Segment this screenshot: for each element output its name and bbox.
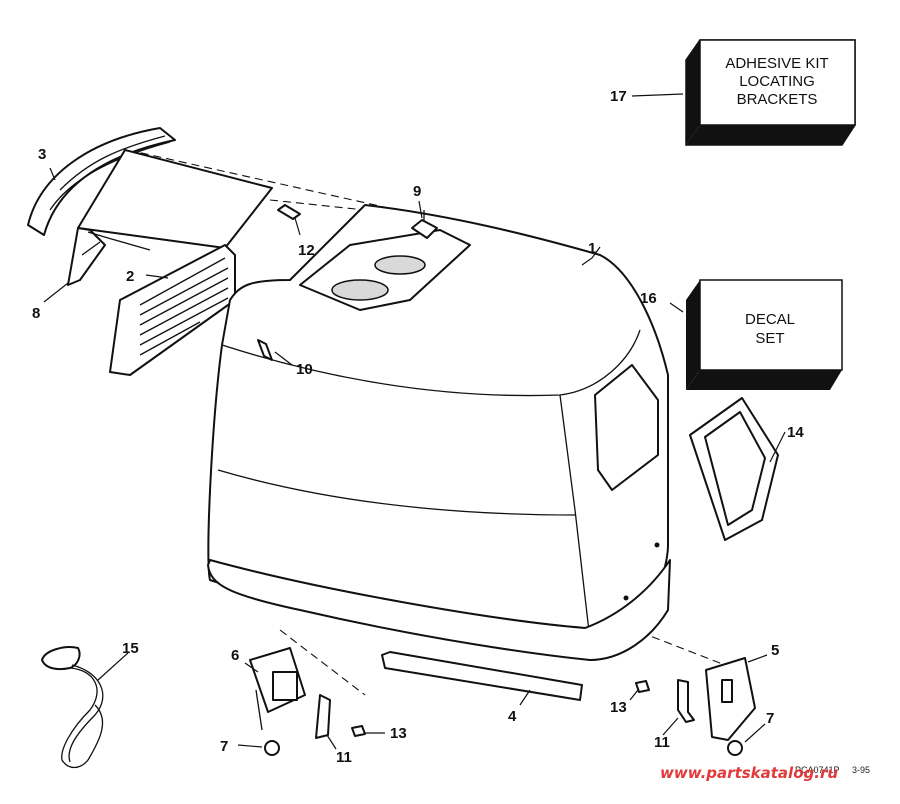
seal-strip-part xyxy=(381,651,583,701)
callout-7-left: 7 xyxy=(220,738,228,755)
screw-part-13-left xyxy=(351,725,366,737)
callout-5: 5 xyxy=(771,642,779,659)
callout-13-right: 13 xyxy=(610,699,627,716)
callout-8: 8 xyxy=(32,305,40,322)
bracket-part-5 xyxy=(705,657,756,741)
screw-part-12 xyxy=(277,204,301,220)
callout-15: 15 xyxy=(122,640,139,657)
kit-box-line1: ADHESIVE KIT xyxy=(725,55,828,72)
clip-part-11-right xyxy=(677,679,695,723)
callout-1: 1 xyxy=(588,240,596,257)
handle-strip-part xyxy=(27,127,176,236)
decal-set-box: DECAL SET xyxy=(686,279,843,390)
clip-part-11-left xyxy=(315,694,331,739)
callout-10: 10 xyxy=(296,361,313,378)
watermark-url: www.partskatalog.ru xyxy=(660,764,838,782)
kit-box-line3: BRACKETS xyxy=(737,91,818,108)
screw-part-13-right xyxy=(635,680,650,693)
grommet-part-7-right xyxy=(727,740,743,756)
louver-grille-part xyxy=(109,244,236,376)
callout-2: 2 xyxy=(126,268,134,285)
screw-part-10 xyxy=(257,339,273,361)
callout-6: 6 xyxy=(231,647,239,664)
callout-9: 9 xyxy=(413,183,421,200)
callout-13-left: 13 xyxy=(390,725,407,742)
decal-box-line2: SET xyxy=(755,330,784,347)
engine-cowl-part xyxy=(207,204,671,661)
callout-11-left: 11 xyxy=(336,749,352,766)
screw-part-9 xyxy=(411,210,438,239)
callout-3: 3 xyxy=(38,146,46,163)
intake-cover-part xyxy=(67,149,273,286)
kit-box-line2: LOCATING xyxy=(739,73,815,90)
callout-4: 4 xyxy=(508,708,517,725)
grommet-part-7-left xyxy=(264,740,280,756)
callout-11-right: 11 xyxy=(654,734,670,751)
callout-16: 16 xyxy=(640,290,657,307)
adhesive-kit-box: ADHESIVE KIT LOCATING BRACKETS xyxy=(685,39,856,146)
callout-7-right: 7 xyxy=(766,710,774,727)
figure-code: PCA0741P xyxy=(795,765,840,775)
bracket-part-6 xyxy=(249,647,306,731)
callout-14: 14 xyxy=(787,424,804,441)
leader-lines xyxy=(43,93,786,750)
callouts: 17 1 9 12 2 3 8 16 10 14 15 6 7 11 13 4 … xyxy=(32,88,804,766)
assembly-lines xyxy=(127,149,726,696)
vent-frame-part xyxy=(689,397,779,541)
decal-box-line1: DECAL xyxy=(745,311,795,328)
cable-part xyxy=(41,646,104,769)
callout-12: 12 xyxy=(298,242,315,259)
figure-date: 3-95 xyxy=(852,765,870,775)
callout-17: 17 xyxy=(610,88,627,105)
